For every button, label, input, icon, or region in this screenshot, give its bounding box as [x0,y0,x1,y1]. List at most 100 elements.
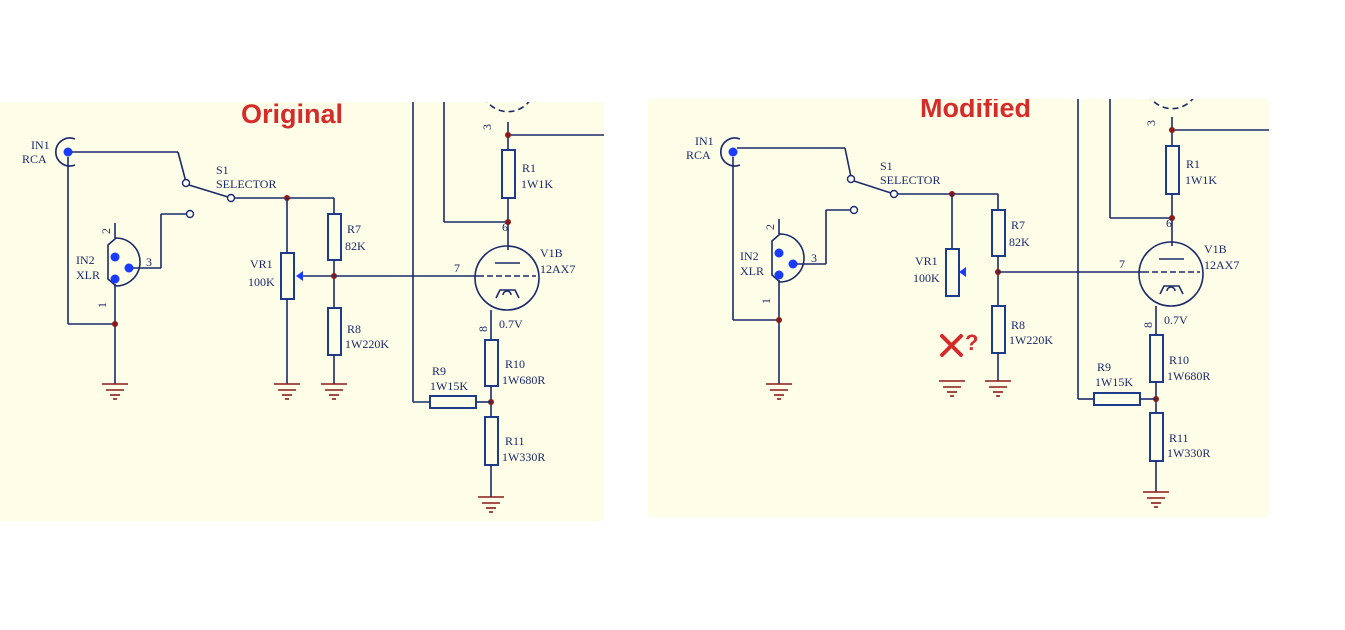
xlr-body [771,233,805,283]
r7-body [327,213,342,261]
in1-pin [63,147,73,157]
r11-body [484,416,499,466]
schematic-original-drawing: IN1 RCA 2 3 1 IN2 XLR S1 SELECTOR [22,102,604,513]
r9-body [1093,392,1141,406]
ground-symbol [766,383,792,400]
in1-ref: IN1 [695,134,714,148]
s1-contact-b [849,205,859,215]
pin-top: 3 [480,124,494,130]
vr1-wiper-arrow [296,271,303,281]
r1-ref: R1 [522,161,536,175]
schematic-original: IN1 RCA 2 3 1 IN2 XLR S1 SELECTOR [0,102,604,521]
in2-ref: IN2 [76,253,95,267]
s1-type: SELECTOR [216,177,276,191]
r11-ref: R11 [505,434,525,448]
vr1-body [280,252,295,300]
r1-value: 1W1K [521,177,553,191]
schematic-modified: IN1 RCA 2 3 1 IN2 XLR S1 SELECTOR [648,99,1269,517]
cathode-voltage: 0.7V [1164,313,1188,327]
panel-title-modified: Modified [920,99,1031,123]
s1-contact-a [226,193,236,203]
s1-switch-arm [188,184,229,198]
r1-body [1165,145,1180,195]
vr1-ref: VR1 [250,257,273,271]
xlr-pin-1: 1 [759,298,773,304]
s1-switch-arm [853,180,892,194]
ground-symbol [321,383,347,400]
vr1-value: 100K [913,271,940,285]
r1-ref: R1 [1186,157,1200,171]
r11-body [1149,412,1164,462]
r10-ref: R10 [1169,353,1189,367]
panel-title-original: Original [241,102,344,129]
vr1-body [945,248,960,297]
v1b-tube-envelope [1138,241,1204,307]
pin-grid: 7 [1119,257,1125,271]
v1b-tube-envelope [474,245,540,311]
ground-symbol [478,496,504,513]
v1b-type: 12AX7 [540,262,575,276]
r10-body [1149,334,1164,383]
r11-ref: R11 [1169,431,1189,445]
v1b-cathode [495,289,520,299]
vr1-wiper-arrow [959,267,966,277]
r7-ref: R7 [1011,218,1025,232]
xlr-pin-3: 3 [146,255,152,269]
r8-ref: R8 [1011,318,1025,332]
r8-body [327,307,342,356]
v1b-ref: V1B [1204,242,1227,256]
r9-ref: R9 [1097,360,1111,374]
s1-ref: S1 [216,163,229,177]
r9-value: 1W15K [1095,375,1133,389]
in1-type: RCA [22,152,47,166]
removed-connection-marker [940,334,963,357]
xlr-pin-2: 2 [763,224,777,230]
r9-value: 1W15K [430,379,468,393]
r1-value: 1W1K [1185,173,1217,187]
vr1-ref: VR1 [915,254,938,268]
v1b-ref: V1B [540,246,563,260]
r9-ref: R9 [432,364,446,378]
in1-type: RCA [686,148,711,162]
in1-pin [728,147,738,157]
r9-body [429,395,477,409]
s1-contact-common [181,178,191,188]
s1-ref: S1 [880,159,893,173]
ground-symbol [985,380,1011,397]
r11-value: 1W330R [502,450,545,464]
r10-value: 1W680R [1167,369,1210,383]
s1-contact-b [185,209,195,219]
v1b-type: 12AX7 [1204,258,1239,272]
pin-plate: 6 [1166,216,1172,230]
r8-ref: R8 [347,322,361,336]
ground-symbol [274,383,300,400]
question-mark-annotation: ? [965,330,978,355]
ground-symbol [102,383,128,400]
r7-ref: R7 [347,222,361,236]
s1-contact-common [846,174,856,184]
xlr-body [107,237,141,287]
r7-body [991,209,1006,257]
in2-ref: IN2 [740,249,759,263]
vr1-value: 100K [248,275,275,289]
r7-value: 82K [345,239,366,253]
r10-ref: R10 [505,357,525,371]
r10-value: 1W680R [502,373,545,387]
in2-type: XLR [740,264,764,278]
cathode-voltage: 0.7V [499,317,523,331]
v1b-cathode [1159,285,1184,295]
r11-value: 1W330R [1167,446,1210,460]
pin-plate: 6 [502,220,508,234]
r8-value: 1W220K [345,337,389,351]
r8-value: 1W220K [1009,333,1053,347]
in1-ref: IN1 [31,138,50,152]
pin-cathode: 8 [476,326,490,332]
xlr-pin-3: 3 [811,251,817,265]
r8-body [991,305,1006,354]
pin-cathode: 8 [1141,322,1155,328]
in2-type: XLR [76,268,100,282]
xlr-pin-2: 2 [99,228,113,234]
r7-value: 82K [1009,235,1030,249]
r1-body [501,149,516,199]
pin-grid: 7 [454,261,460,275]
